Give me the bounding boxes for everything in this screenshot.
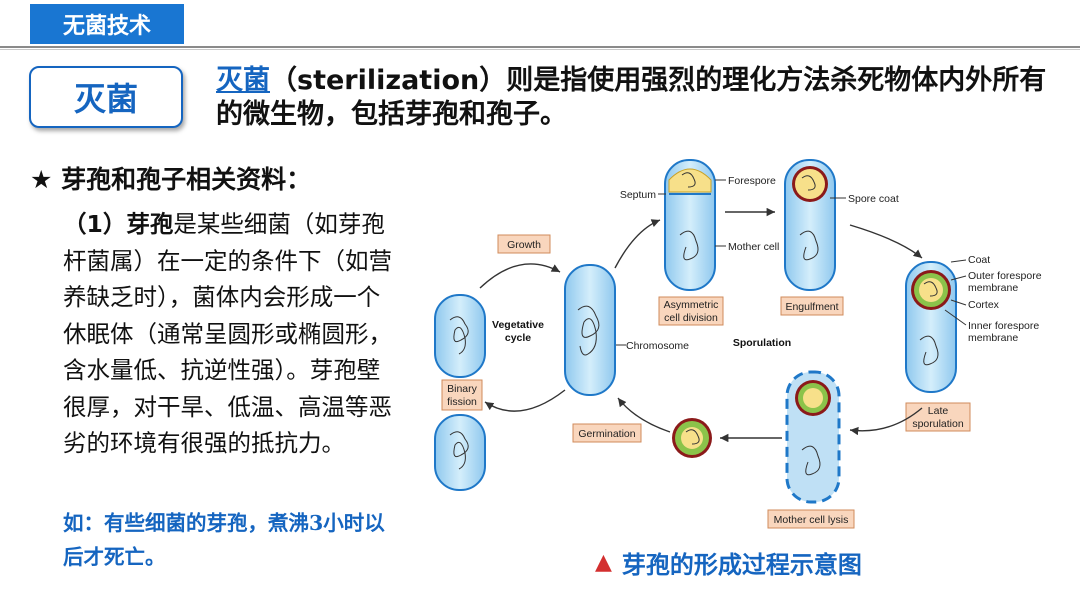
free-spore <box>672 418 712 458</box>
label-engulfment: Engulfment <box>785 301 838 313</box>
arrow-to-lysis <box>849 407 923 436</box>
mother-cell-lysis <box>785 370 841 504</box>
germination-box <box>572 423 642 443</box>
label-forespore: Forespore <box>728 175 776 187</box>
binary-fission-box <box>441 379 483 411</box>
label-late-2: sporulation <box>912 418 964 430</box>
late-sporulation-box <box>905 402 971 432</box>
label-spore-coat: Spore coat <box>848 193 899 205</box>
lysis-box <box>767 509 855 529</box>
label-germination: Germination <box>578 428 635 440</box>
header-divider-shadow <box>0 49 1080 50</box>
diagram-caption: ▲ 芽孢的形成过程示意图 <box>595 545 862 580</box>
term-label: 灭菌 <box>73 80 138 118</box>
late-sporulation-cell <box>905 261 957 393</box>
definition-text: 灭菌（sterilization）则是指使用强烈的理化方法杀死物体内外所有的微生… <box>216 64 1056 132</box>
engulfment-box <box>780 296 844 316</box>
engulfment-cell <box>784 159 836 291</box>
definition-keyword: 灭菌 <box>216 65 270 96</box>
term-box: 灭菌 <box>29 66 183 128</box>
arrow-germination <box>617 397 671 433</box>
label-septum: Septum <box>620 189 656 201</box>
label-cortex: Cortex <box>968 299 1000 311</box>
spore-paragraph: （1）芽孢是某些细菌（如芽孢杆菌属）在一定的条件下（如营养缺乏时），菌体内会形成… <box>63 206 403 462</box>
sporulation-diagram: Growth Binary fission Vegetative cycle C… <box>434 159 1042 529</box>
label-late-1: Late <box>928 405 949 417</box>
paragraph-body: 是某些细菌（如芽孢杆菌属）在一定的条件下（如营养缺乏时），菌体内会形成一个休眠体… <box>63 210 392 457</box>
arrow-to-late <box>849 224 923 259</box>
label-mother-cell: Mother cell <box>728 241 779 253</box>
label-binary-1: Binary <box>447 383 478 395</box>
header-divider <box>0 46 1080 48</box>
label-inner-2: membrane <box>968 332 1018 344</box>
definition-body: （sterilization）则是指使用强烈的理化方法杀死物体内外所有的微生物，… <box>216 65 1047 130</box>
label-binary-2: fission <box>447 396 477 408</box>
arrow-fission <box>484 389 566 412</box>
section-title: ★ 芽孢和孢子相关资料： <box>30 165 312 194</box>
label-coat: Coat <box>968 254 990 266</box>
label-asym-2: cell division <box>664 312 718 324</box>
arrow-growth <box>479 263 561 289</box>
label-inner-1: Inner forespore <box>968 320 1039 332</box>
vegetative-cell-top <box>434 294 486 378</box>
section-header-tab: 无菌技术 <box>30 4 184 44</box>
label-vegetative-2: cycle <box>505 332 531 344</box>
paragraph-prefix: （1） <box>63 210 127 238</box>
label-chromosome: Chromosome <box>626 340 689 352</box>
asymmetric-cell <box>664 159 716 291</box>
growth-box <box>497 234 551 254</box>
label-outer-2: membrane <box>968 282 1018 294</box>
vegetative-cell-bottom <box>434 414 486 491</box>
caption-text: 芽孢的形成过程示意图 <box>621 551 862 579</box>
label-outer-1: Outer forespore <box>968 270 1042 282</box>
label-sporulation: Sporulation <box>733 337 791 349</box>
example-note: 如：有些细菌的芽孢，煮沸3小时以后才死亡。 <box>63 511 385 569</box>
asymmetric-box <box>658 296 724 326</box>
paragraph-keyword: 芽孢 <box>126 210 174 238</box>
label-growth: Growth <box>507 239 541 251</box>
label-vegetative-1: Vegetative <box>492 319 544 331</box>
arrow-to-asymmetric <box>614 219 661 269</box>
triangle-icon: ▲ <box>595 550 612 575</box>
label-asym-1: Asymmetric <box>664 299 719 311</box>
label-lysis: Mother cell lysis <box>774 514 849 526</box>
growing-cell <box>564 264 616 396</box>
